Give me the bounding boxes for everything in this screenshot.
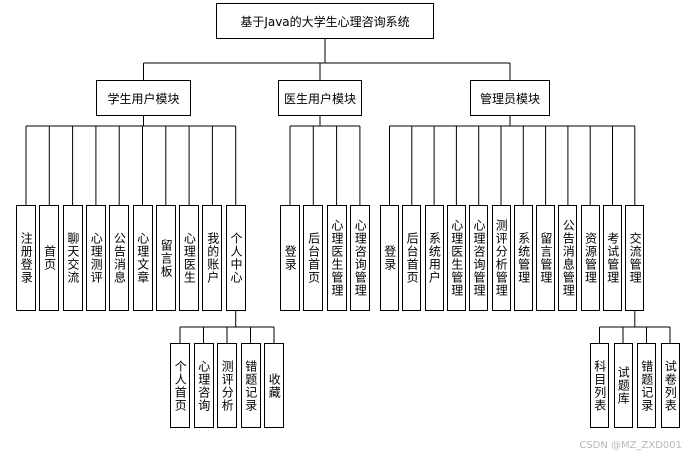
function-node: 心理咨询管理 [349,205,370,311]
function-node: 公告消息管理 [558,205,578,311]
function-node: 心理测评 [85,205,106,311]
subfunction-node: 错题记录 [637,343,656,428]
function-node: 首页 [39,205,60,311]
system-title-node: 基于Java的大学生心理咨询系统 [216,3,434,39]
function-node: 心理医生管理 [446,205,466,311]
function-node: 个人中心 [225,205,246,311]
function-node: 测评分析管理 [491,205,511,311]
subfunction-node: 测评分析 [217,343,237,428]
function-node: 系统用户 [424,205,444,311]
function-node: 留言管理 [536,205,556,311]
function-node: 登录 [380,205,399,311]
function-node: 登录 [280,205,300,311]
module-node: 管理员模块 [470,80,550,116]
subfunction-node: 心理咨询 [193,343,214,428]
function-node: 后台首页 [303,205,324,311]
subfunction-node: 个人首页 [170,343,190,428]
subfunction-node: 收藏 [264,343,284,428]
function-node: 注册登录 [16,205,36,311]
function-node: 交流管理 [625,205,645,311]
function-node: 公告消息 [109,205,130,311]
function-node: 心理医生 [179,205,200,311]
function-node: 我的账户 [202,205,223,311]
function-node: 聊天交流 [62,205,83,311]
subfunction-node: 错题记录 [240,343,261,428]
function-node: 考试管理 [603,205,622,311]
function-node: 后台首页 [402,205,422,311]
function-node: 心理医生管理 [326,205,347,311]
function-node: 资源管理 [580,205,600,311]
module-node: 学生用户模块 [96,80,191,116]
subfunction-node: 试卷列表 [660,343,680,428]
function-node: 系统管理 [513,205,533,311]
subfunction-node: 科目列表 [590,343,609,428]
subfunction-node: 试题库 [613,343,633,428]
function-node: 心理咨询管理 [469,205,489,311]
watermark: CSDN @MZ_ZXD001 [579,440,682,451]
function-node: 心理文章 [132,205,153,311]
function-node: 留言板 [155,205,176,311]
module-node: 医生用户模块 [278,80,362,116]
